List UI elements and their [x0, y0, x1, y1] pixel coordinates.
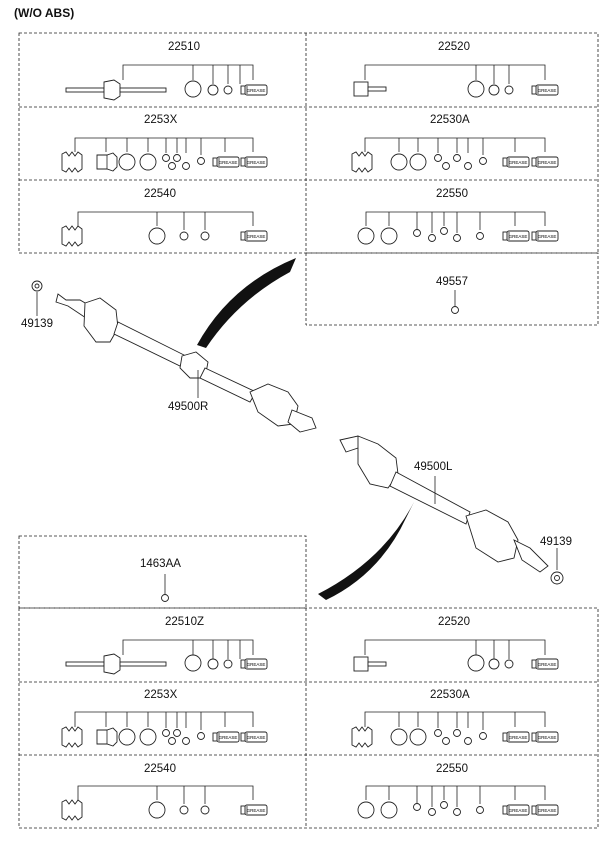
label-22540-bottom: 22540 [144, 763, 176, 775]
kit-49557-part [451, 290, 459, 314]
label-22540: 22540 [144, 188, 176, 200]
kit-22540-bottom-parts: GREASE [61, 785, 268, 821]
label-22510z: 22510Z [165, 616, 205, 628]
grease-label: GREASE [219, 160, 238, 165]
label-22510: 22510 [168, 41, 200, 53]
top-kit-boxes [18, 32, 599, 326]
drive-shaft-right [31, 280, 317, 433]
grease-label: GREASE [509, 735, 528, 740]
label-22520: 22520 [438, 41, 470, 53]
callout-swoosh-top [197, 258, 296, 348]
grease-label: GREASE [509, 808, 528, 813]
label-22530a: 22530A [430, 114, 470, 126]
kit-22520-bottom-parts: GREASE [353, 639, 559, 672]
grease-label: GREASE [509, 234, 528, 239]
grease-label: GREASE [247, 160, 266, 165]
grease-label: GREASE [247, 234, 266, 239]
label-1463aa: 1463AA [140, 558, 181, 570]
kit-22550-parts: GREASE GREASE [357, 211, 559, 245]
kit-22520-parts: GREASE [353, 64, 559, 98]
bottom-kit-boxes [18, 535, 599, 829]
label-2253x-bottom: 2253X [144, 689, 178, 701]
grease-label: GREASE [219, 735, 238, 740]
kit-2253x-parts: GREASE GREASE [61, 137, 268, 173]
label-2253x: 2253X [144, 114, 178, 126]
top-frame-left-right [18, 32, 599, 254]
grease-label: GREASE [538, 735, 557, 740]
grease-label: GREASE [538, 88, 557, 93]
grease-label: GREASE [538, 662, 557, 667]
grease-label: GREASE [247, 735, 266, 740]
drive-shaft-left [339, 435, 564, 585]
grease-label: GREASE [538, 234, 557, 239]
label-22550: 22550 [436, 188, 468, 200]
label-49500r: 49500R [168, 401, 209, 413]
kit-22530a-parts: GREASE GREASE [351, 137, 559, 173]
kit-2253x-bottom-parts: GREASE GREASE [61, 711, 268, 748]
kit-22540-parts: GREASE [61, 211, 268, 247]
grease-label: GREASE [247, 88, 266, 93]
kit-22510-parts: GREASE [65, 64, 268, 101]
label-22520-bottom: 22520 [438, 616, 470, 628]
label-49139-left: 49139 [21, 318, 53, 330]
label-49139-right: 49139 [540, 536, 572, 548]
label-49500l: 49500L [414, 461, 453, 473]
label-22550-bottom: 22550 [436, 763, 468, 775]
grease-label: GREASE [538, 808, 557, 813]
kit-1463aa-part [161, 574, 169, 602]
label-22530a-bottom: 22530A [430, 689, 470, 701]
page-header: (W/O ABS) [14, 6, 75, 20]
grease-label: GREASE [538, 160, 557, 165]
grease-label: GREASE [247, 662, 266, 667]
grease-label: GREASE [509, 160, 528, 165]
callout-swoosh-bottom [318, 502, 414, 600]
kit-22550-bottom-parts: GREASE GREASE [357, 785, 559, 819]
kit-22510z-parts: GREASE [65, 639, 268, 675]
kit-22530a-bottom-parts: GREASE GREASE [351, 711, 559, 748]
grease-label: GREASE [247, 808, 266, 813]
label-49557: 49557 [436, 276, 468, 288]
